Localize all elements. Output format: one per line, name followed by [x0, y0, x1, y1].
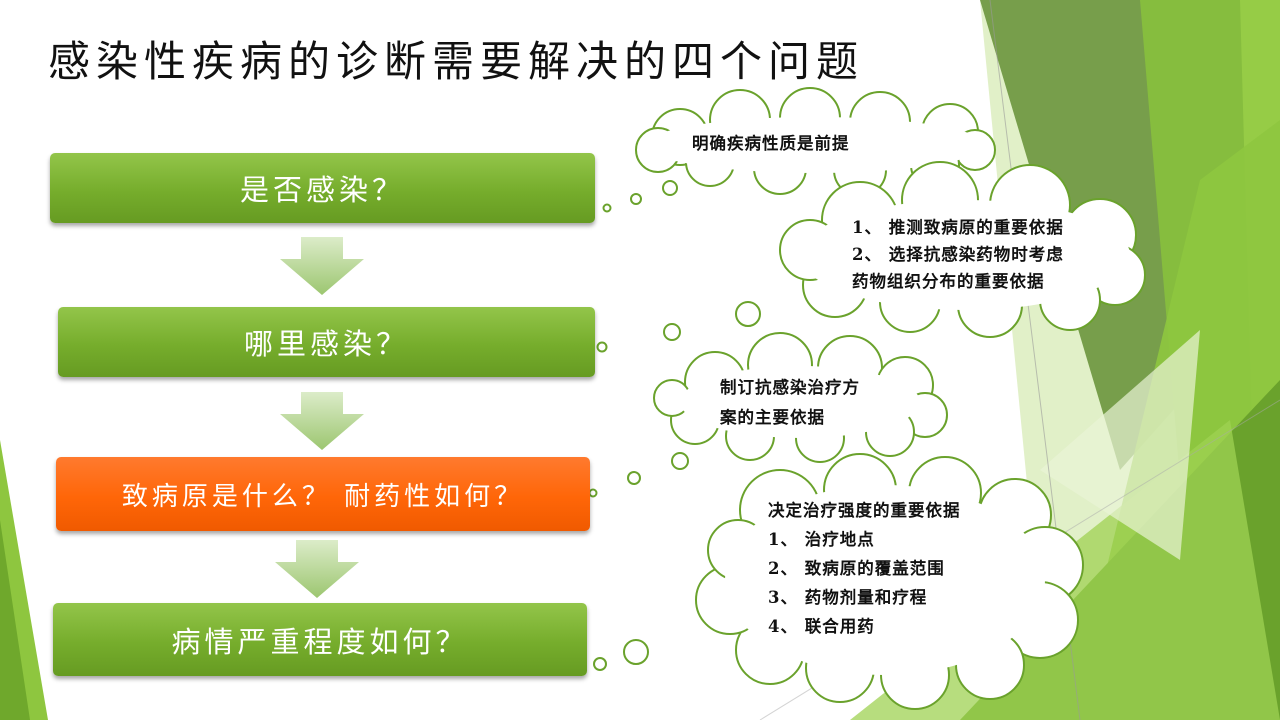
bg-facet — [0, 520, 30, 720]
step-label: 是否感染？ — [239, 173, 405, 207]
down-arrow-icon — [280, 237, 364, 295]
step-box-pathogen: 致病原是什么？ 耐药性如何？ — [56, 457, 590, 531]
cloud-line: 3、 药物剂量和疗程 — [768, 588, 928, 607]
thought-bubble-3 — [588, 452, 689, 498]
thought-bubble-1 — [602, 180, 678, 213]
bg-facet — [1040, 330, 1200, 560]
page-title: 感染性疾病的诊断需要解决的四个问题 — [48, 37, 865, 86]
cloud-line: 制订抗感染治疗方 — [720, 378, 860, 397]
thought-bubble-4 — [593, 639, 649, 671]
step-label: 致病原是什么？ 耐药性如何？ — [121, 481, 525, 512]
cloud-line: 决定治疗强度的重要依据 — [768, 501, 961, 520]
down-arrow-icon — [275, 540, 359, 598]
cloud-text-1: 明确疾病性质是前提 — [692, 130, 850, 157]
cloud-text-4: 决定治疗强度的重要依据 1、 治疗地点 2、 致病原的覆盖范围 3、 药物剂量和… — [768, 496, 961, 641]
step-label: 哪里感染？ — [243, 327, 409, 361]
step-box-severity: 病情严重程度如何？ — [53, 603, 587, 676]
cloud-line: 明确疾病性质是前提 — [692, 134, 850, 153]
cloud-line: 药物组织分布的重要依据 — [852, 272, 1045, 291]
down-arrow-icon — [280, 392, 364, 450]
cloud-line: 2、 选择抗感染药物时考虑 — [852, 245, 1064, 264]
cloud-line: 案的主要依据 — [720, 408, 825, 427]
cloud-text-3: 制订抗感染治疗方 案的主要依据 — [720, 373, 860, 433]
cloud-line: 1、 治疗地点 — [768, 530, 875, 549]
cloud-text-2: 1、 推测致病原的重要依据 2、 选择抗感染药物时考虑 药物组织分布的重要依据 — [852, 214, 1064, 295]
cloud-line: 4、 联合用药 — [768, 617, 875, 636]
thought-bubble-2 — [596, 301, 761, 353]
step-box-infection: 是否感染？ — [50, 153, 595, 223]
step-box-location: 哪里感染？ — [58, 307, 595, 377]
cloud-line: 1、 推测致病原的重要依据 — [852, 218, 1064, 237]
cloud-line: 2、 致病原的覆盖范围 — [768, 559, 945, 578]
step-label: 病情严重程度如何？ — [171, 624, 469, 659]
